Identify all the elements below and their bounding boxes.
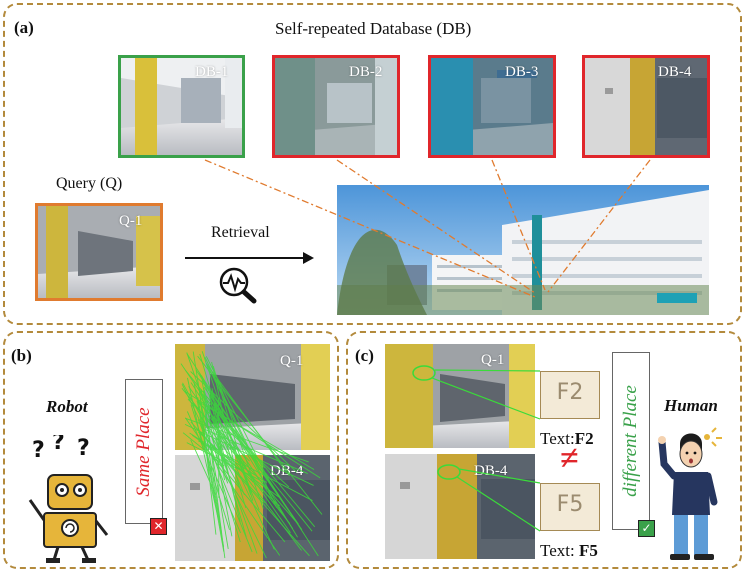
feature-match-line [205, 385, 298, 538]
corridor-photo-icon [38, 206, 160, 298]
feature-match-line [201, 442, 286, 543]
db-image-3 [428, 55, 556, 158]
query-image-label: Q-1 [119, 213, 143, 229]
db-image-4-label: DB-4 [658, 64, 692, 80]
text-top: Text:F2 [540, 429, 594, 449]
query-image [35, 203, 163, 301]
cross-icon: ✕ [150, 518, 167, 535]
feature-match-line [217, 379, 264, 509]
feature-match-line [190, 439, 217, 496]
feature-match-line [198, 401, 315, 470]
robot-top-label: Q-1 [280, 353, 304, 369]
corridor-photo-icon [275, 58, 397, 155]
correspondence-lines [204, 159, 651, 298]
text-bottom-prefix: Text: [540, 541, 575, 560]
human-top-label: Q-1 [481, 352, 505, 368]
db-image-1 [118, 55, 245, 158]
feature-match-line [186, 352, 225, 462]
feature-match-line [186, 411, 242, 534]
feature-match-line [198, 440, 313, 501]
robot-bottom-label: DB-4 [270, 463, 304, 479]
query-title: Query (Q) [56, 175, 123, 192]
feature-match-line [199, 415, 302, 551]
feature-match-line [190, 404, 230, 531]
feature-match-line [205, 431, 241, 543]
robot-decision-box: Same Place [125, 379, 163, 524]
human-bottom-label: DB-4 [474, 463, 508, 479]
svg-text:?: ? [77, 436, 90, 461]
corridor-photo-icon [431, 58, 553, 155]
feature-match-line [215, 438, 258, 554]
human-icon [658, 427, 722, 560]
feature-match-line [211, 388, 225, 481]
svg-text:?: ? [32, 438, 45, 463]
feature-match-line [191, 434, 282, 499]
check-icon: ✓ [638, 520, 655, 537]
corridor-photo-icon [385, 344, 535, 448]
panel-c-label: (c) [355, 346, 374, 365]
glyph-crop-top: F2 [540, 371, 600, 419]
panel-a [3, 3, 742, 325]
zoom-callouts [412, 365, 541, 532]
feature-match-line [190, 382, 251, 476]
text-top-value: F2 [574, 429, 594, 448]
feature-match-line [208, 395, 241, 522]
robot-decision-text: Same Place [133, 406, 154, 497]
human-top-image [385, 344, 535, 448]
text-top-prefix: Text: [540, 429, 575, 448]
corridor-photo-icon [585, 58, 707, 155]
human-decision-box: different Place [612, 352, 650, 530]
feature-match-line [205, 363, 290, 477]
feature-match-line [199, 353, 247, 508]
feature-match-line [200, 388, 229, 549]
feature-match-line [187, 377, 219, 520]
feature-match-line [218, 406, 253, 493]
feature-match-line [192, 351, 223, 534]
feature-match-line [197, 397, 225, 547]
retrieval-arrow [185, 252, 314, 264]
human-decision-text: different Place [620, 385, 641, 497]
corridor-photo-icon [121, 58, 242, 155]
db-image-1-label: DB-1 [195, 64, 229, 80]
db-image-3-label: DB-3 [505, 64, 539, 80]
db-image-2 [272, 55, 400, 158]
glyph-crop-bottom: F5 [540, 483, 600, 531]
robot-icon: ? ? ? [28, 435, 109, 563]
panel-c [346, 331, 742, 569]
db-image-2-label: DB-2 [349, 64, 383, 80]
text-bottom-value: F5 [578, 541, 598, 560]
feature-match-line [184, 417, 309, 463]
robot-label: Robot [46, 397, 88, 416]
panel-b-label: (b) [11, 346, 32, 365]
retrieval-label: Retrieval [211, 224, 270, 241]
svg-text:?: ? [52, 435, 65, 455]
not-equal-sign: ≠ [560, 440, 579, 477]
db-title: Self-repeated Database (DB) [275, 19, 472, 38]
glyph-crop-top-text: F2 [556, 380, 584, 405]
panel-a-label: (a) [14, 18, 34, 37]
feature-match-line [182, 382, 241, 489]
db-image-4 [582, 55, 710, 158]
human-label: Human [664, 396, 718, 415]
feature-match-line [216, 407, 303, 531]
glyph-crop-bottom-text: F5 [556, 492, 584, 517]
feature-matches [180, 351, 323, 559]
text-bottom: Text: F5 [540, 541, 598, 561]
feature-match-line [208, 409, 245, 496]
search-icon [219, 267, 257, 304]
feature-match-line [184, 417, 281, 556]
panel-b [3, 331, 339, 569]
